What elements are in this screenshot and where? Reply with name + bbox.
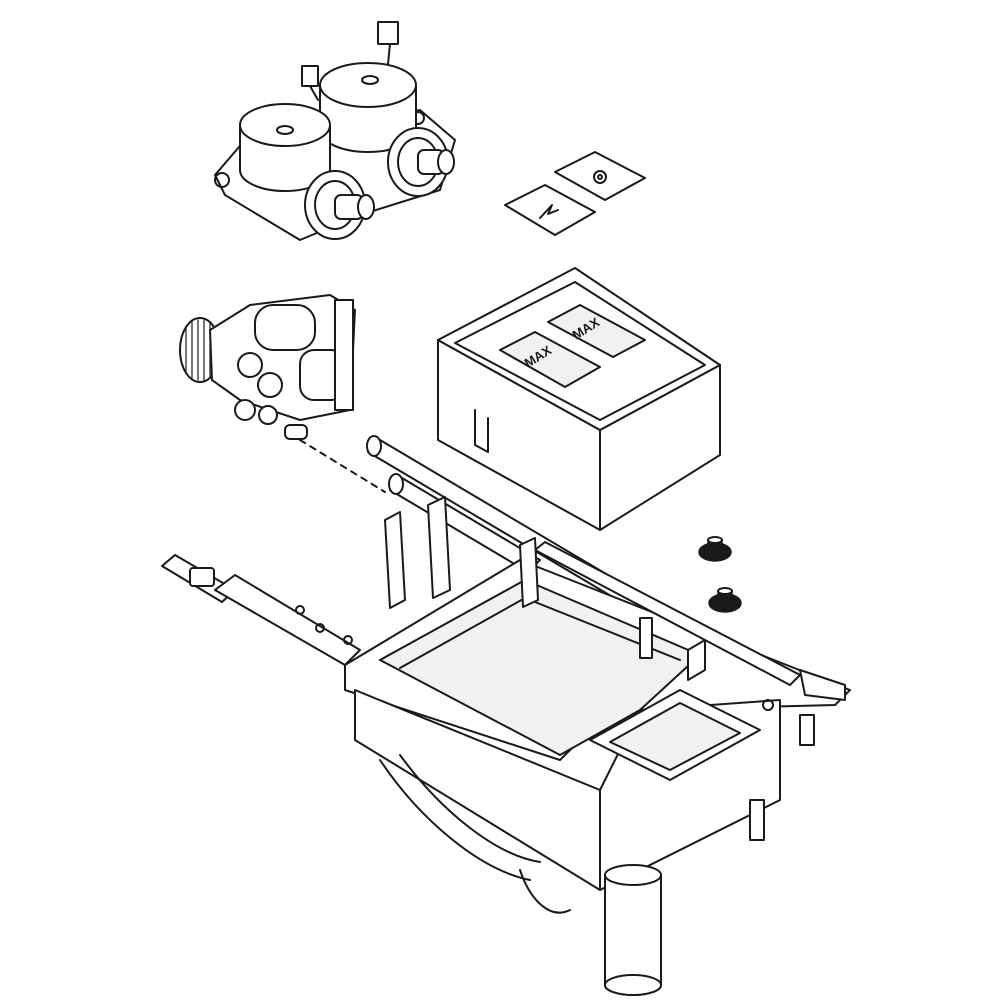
cap-icon [708,587,742,613]
cup-left [499,331,601,388]
water-inlet-valve [179,294,386,493]
flower-icon [593,170,607,184]
cap-icon [698,536,732,562]
bleach-icon [539,204,559,219]
dispenser-drawer: MAX MAX [437,267,721,531]
caps [698,536,742,613]
cup-labels [504,151,646,236]
dispenser-housing [161,496,851,996]
cup-right [547,304,646,358]
dual-solenoid-valve [214,21,456,241]
